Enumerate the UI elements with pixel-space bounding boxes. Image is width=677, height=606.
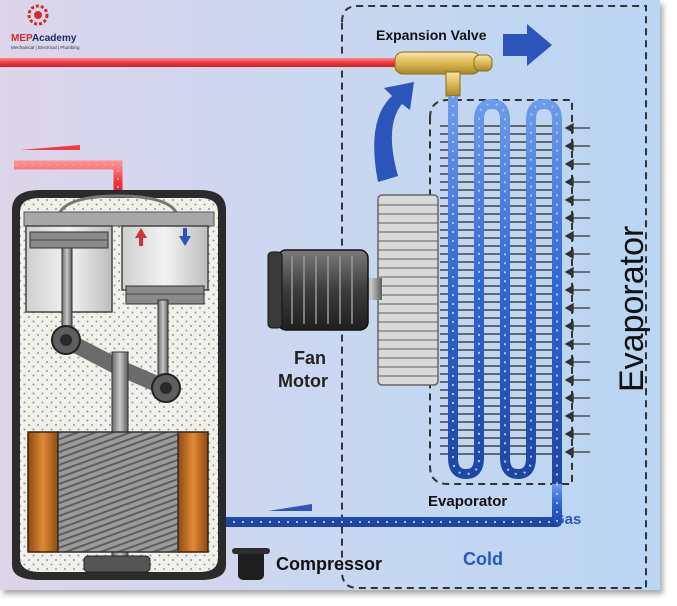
evaporator-vertical-label: Evaporator [613,226,651,392]
left-arrow-icon [564,122,590,134]
mep-academy-logo: MEPAcademy Mechanical | Electrical | Plu… [11,4,80,50]
left-arrow-icon [564,212,590,224]
fan-blower [377,194,439,386]
left-arrow-icon [564,374,590,386]
left-arrow-icon [564,230,590,242]
left-arrow-icon [564,356,590,368]
fan-motor [267,249,382,331]
cold-label: Cold [463,549,503,569]
motor-label: Motor [278,371,328,391]
air-handler-enclosure [341,5,647,589]
right-arrow-icon [503,24,552,66]
left-arrow-icon [564,320,590,332]
svg-text:MEPAcademy: MEPAcademy [11,33,77,44]
left-arrow-icon [564,194,590,206]
fan-label: Fan [294,348,326,368]
hot-refrigerant-line [0,58,400,196]
up-arrow-icon [135,228,147,246]
air-flow-arrows [564,122,590,458]
compressor-mount [232,548,270,580]
flow-arrow-red [20,145,80,150]
left-arrow-icon [564,176,590,188]
logo-mep-text: MEP [11,33,33,44]
left-arrow-icon [564,284,590,296]
left-arrow-icon [564,392,590,404]
left-arrow-icon [564,158,590,170]
left-arrow-icon [564,266,590,278]
left-arrow-icon [564,446,590,458]
expansion-valve-label: Expansion Valve [376,27,487,43]
compressor [12,190,226,580]
down-arrow-icon [179,228,191,246]
compressor-label: Compressor [276,554,382,574]
evaporator-coil [440,96,562,484]
left-arrow-icon [564,410,590,422]
logo-tagline: Mechanical | Electrical | Plumbing [11,45,80,50]
left-arrow-icon [564,302,590,314]
left-arrow-icon [564,248,590,260]
left-arrow-icon [564,140,590,152]
curved-arrow-icon [374,82,414,182]
flow-arrow-blue [268,504,312,511]
evaporator-bottom-label: Evaporator [428,493,507,510]
gas-label: Gas [553,511,581,528]
left-arrow-icon [564,428,590,440]
cold-suction-line [218,484,562,527]
left-arrow-icon [564,338,590,350]
logo-academy-text: Academy [32,33,77,44]
